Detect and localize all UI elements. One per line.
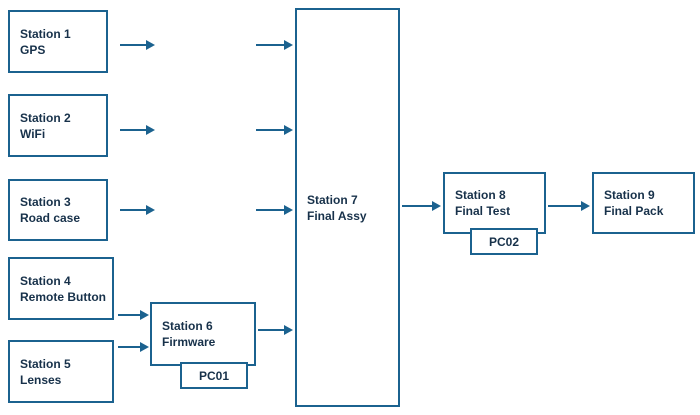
pc01-node: PC01 (180, 362, 248, 389)
arrow-station2-out (120, 125, 155, 135)
arrow-station8-to-station9 (548, 201, 590, 211)
arrow-station4-to-station6 (118, 310, 149, 320)
station-4-title: Station 4 (20, 273, 71, 288)
station-6-node: Station 6 Firmware (150, 302, 256, 366)
station-9-subtitle: Final Pack (604, 204, 664, 218)
arrow-station7-to-station8 (402, 201, 441, 211)
station-8-node: Station 8 Final Test (443, 172, 546, 234)
station-4-node: Station 4 Remote Button (8, 257, 114, 320)
arrow-station5-to-station6 (118, 342, 149, 352)
arrow-into-station7-row1 (256, 40, 293, 50)
arrow-into-station7-row3 (256, 205, 293, 215)
arrow-station3-out (120, 205, 155, 215)
station-3-subtitle: Road case (20, 211, 81, 225)
station-7-title: Station 7 (307, 192, 358, 207)
station-4-subtitle: Remote Button (20, 289, 106, 304)
station-8-title: Station 8 (455, 188, 506, 202)
station-1-node: Station 1 GPS (8, 10, 108, 73)
station-6-subtitle: Firmware (162, 335, 216, 349)
pc02-node: PC02 (470, 228, 538, 255)
station-8-subtitle: Final Test (455, 204, 511, 218)
station-9-title: Station 9 (604, 188, 655, 202)
station-7-subtitle: Final Assy (307, 208, 367, 223)
station-2-subtitle: WiFi (20, 126, 46, 141)
arrow-station1-out (120, 40, 155, 50)
arrow-station6-to-station7 (258, 325, 293, 335)
station-9-node: Station 9 Final Pack (592, 172, 695, 234)
station-6-title: Station 6 (162, 319, 213, 333)
station-3-node: Station 3 Road case (8, 179, 108, 241)
arrow-into-station7-row2 (256, 125, 293, 135)
pc01-label: PC01 (198, 368, 230, 383)
station-3-title: Station 3 (20, 195, 71, 209)
station-5-node: Station 5 Lenses (8, 340, 114, 403)
station-2-node: Station 2 WiFi (8, 94, 108, 157)
station-1-subtitle: GPS (20, 42, 46, 57)
station-5-title: Station 5 (20, 356, 71, 371)
station-1-title: Station 1 (20, 26, 71, 41)
station-5-subtitle: Lenses (20, 372, 62, 387)
pc02-label: PC02 (488, 234, 520, 249)
station-2-title: Station 2 (20, 110, 71, 125)
station-7-node: Station 7 Final Assy (295, 8, 400, 407)
